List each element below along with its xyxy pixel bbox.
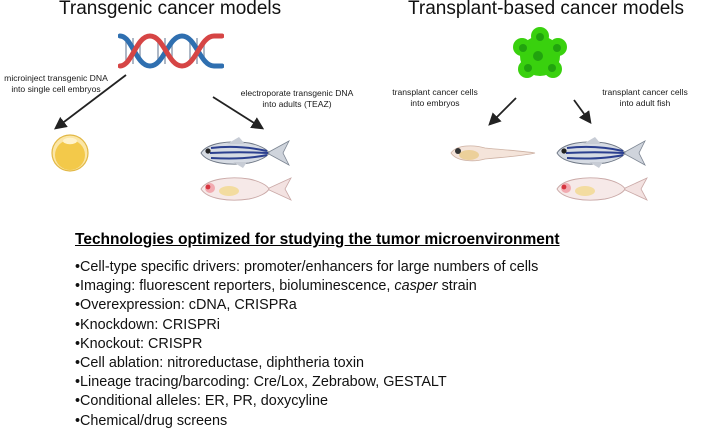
zebrafish-embryo-icon bbox=[51, 134, 89, 172]
dna-double-helix-icon bbox=[118, 33, 224, 69]
transgenic-title: Transgenic cancer models bbox=[59, 0, 282, 19]
technology-item: •Cell ablation: nitroreductase, diphther… bbox=[75, 354, 538, 373]
technology-text: •Lineage tracing/barcoding: Cre/Lox, Zeb… bbox=[75, 374, 447, 391]
casper-zebrafish-icon bbox=[200, 177, 292, 201]
technologies-heading: Technologies optimized for studying the … bbox=[75, 231, 560, 248]
technologies-list: •Cell-type specific drivers: promoter/en… bbox=[75, 258, 538, 431]
technology-item: •Cell-type specific drivers: promoter/en… bbox=[75, 258, 538, 277]
arrow-to-adult bbox=[212, 96, 265, 130]
technology-italic-text: casper bbox=[394, 278, 438, 295]
technology-item: •Conditional alleles: ER, PR, doxycyline bbox=[75, 392, 538, 411]
arrow-to-transplant-embryo bbox=[488, 97, 517, 126]
casper-zebrafish-icon bbox=[556, 177, 648, 201]
technology-text: •Chemical/drug screens bbox=[75, 412, 228, 429]
arrow-to-embryo bbox=[53, 74, 127, 130]
note-transplant-embryos: transplant cancer cells into embryos bbox=[392, 87, 478, 108]
technology-item: •Chemical/drug screens bbox=[75, 412, 538, 431]
note-electroporate-adults: electroporate transgenic DNA into adults… bbox=[240, 88, 354, 109]
technology-text: •Overexpression: cDNA, CRISPRa bbox=[75, 297, 297, 314]
arrow-to-transplant-adult bbox=[573, 99, 592, 125]
technology-text: •Knockout: CRISPR bbox=[75, 335, 203, 352]
technology-text: •Knockdown: CRISPRi bbox=[75, 316, 221, 333]
note-microinject-embryos: microinject transgenic DNA into single c… bbox=[4, 73, 108, 94]
technology-text: •Imaging: fluorescent reporters, biolumi… bbox=[75, 278, 395, 295]
technology-text: •Cell ablation: nitroreductase, diphther… bbox=[75, 355, 365, 372]
technology-text: •Conditional alleles: ER, PR, doxycyline bbox=[75, 393, 328, 410]
adult-zebrafish-icon bbox=[556, 137, 646, 168]
transplant-title: Transplant-based cancer models bbox=[408, 0, 684, 19]
tumor-cell-cluster-icon bbox=[513, 27, 567, 78]
technology-text: •Cell-type specific drivers: promoter/en… bbox=[75, 259, 539, 275]
technology-item: •Knockdown: CRISPRi bbox=[75, 316, 538, 335]
zebrafish-larva-icon bbox=[450, 145, 536, 162]
technology-text-suffix: strain bbox=[437, 278, 477, 295]
technology-item: •Imaging: fluorescent reporters, biolumi… bbox=[75, 277, 538, 296]
technology-item: •Overexpression: cDNA, CRISPRa bbox=[75, 296, 538, 315]
technology-item: •Knockout: CRISPR bbox=[75, 335, 538, 354]
technology-item: •Lineage tracing/barcoding: Cre/Lox, Zeb… bbox=[75, 373, 538, 392]
note-transplant-adults: transplant cancer cells into adult fish bbox=[602, 87, 688, 108]
adult-zebrafish-icon bbox=[200, 137, 290, 168]
